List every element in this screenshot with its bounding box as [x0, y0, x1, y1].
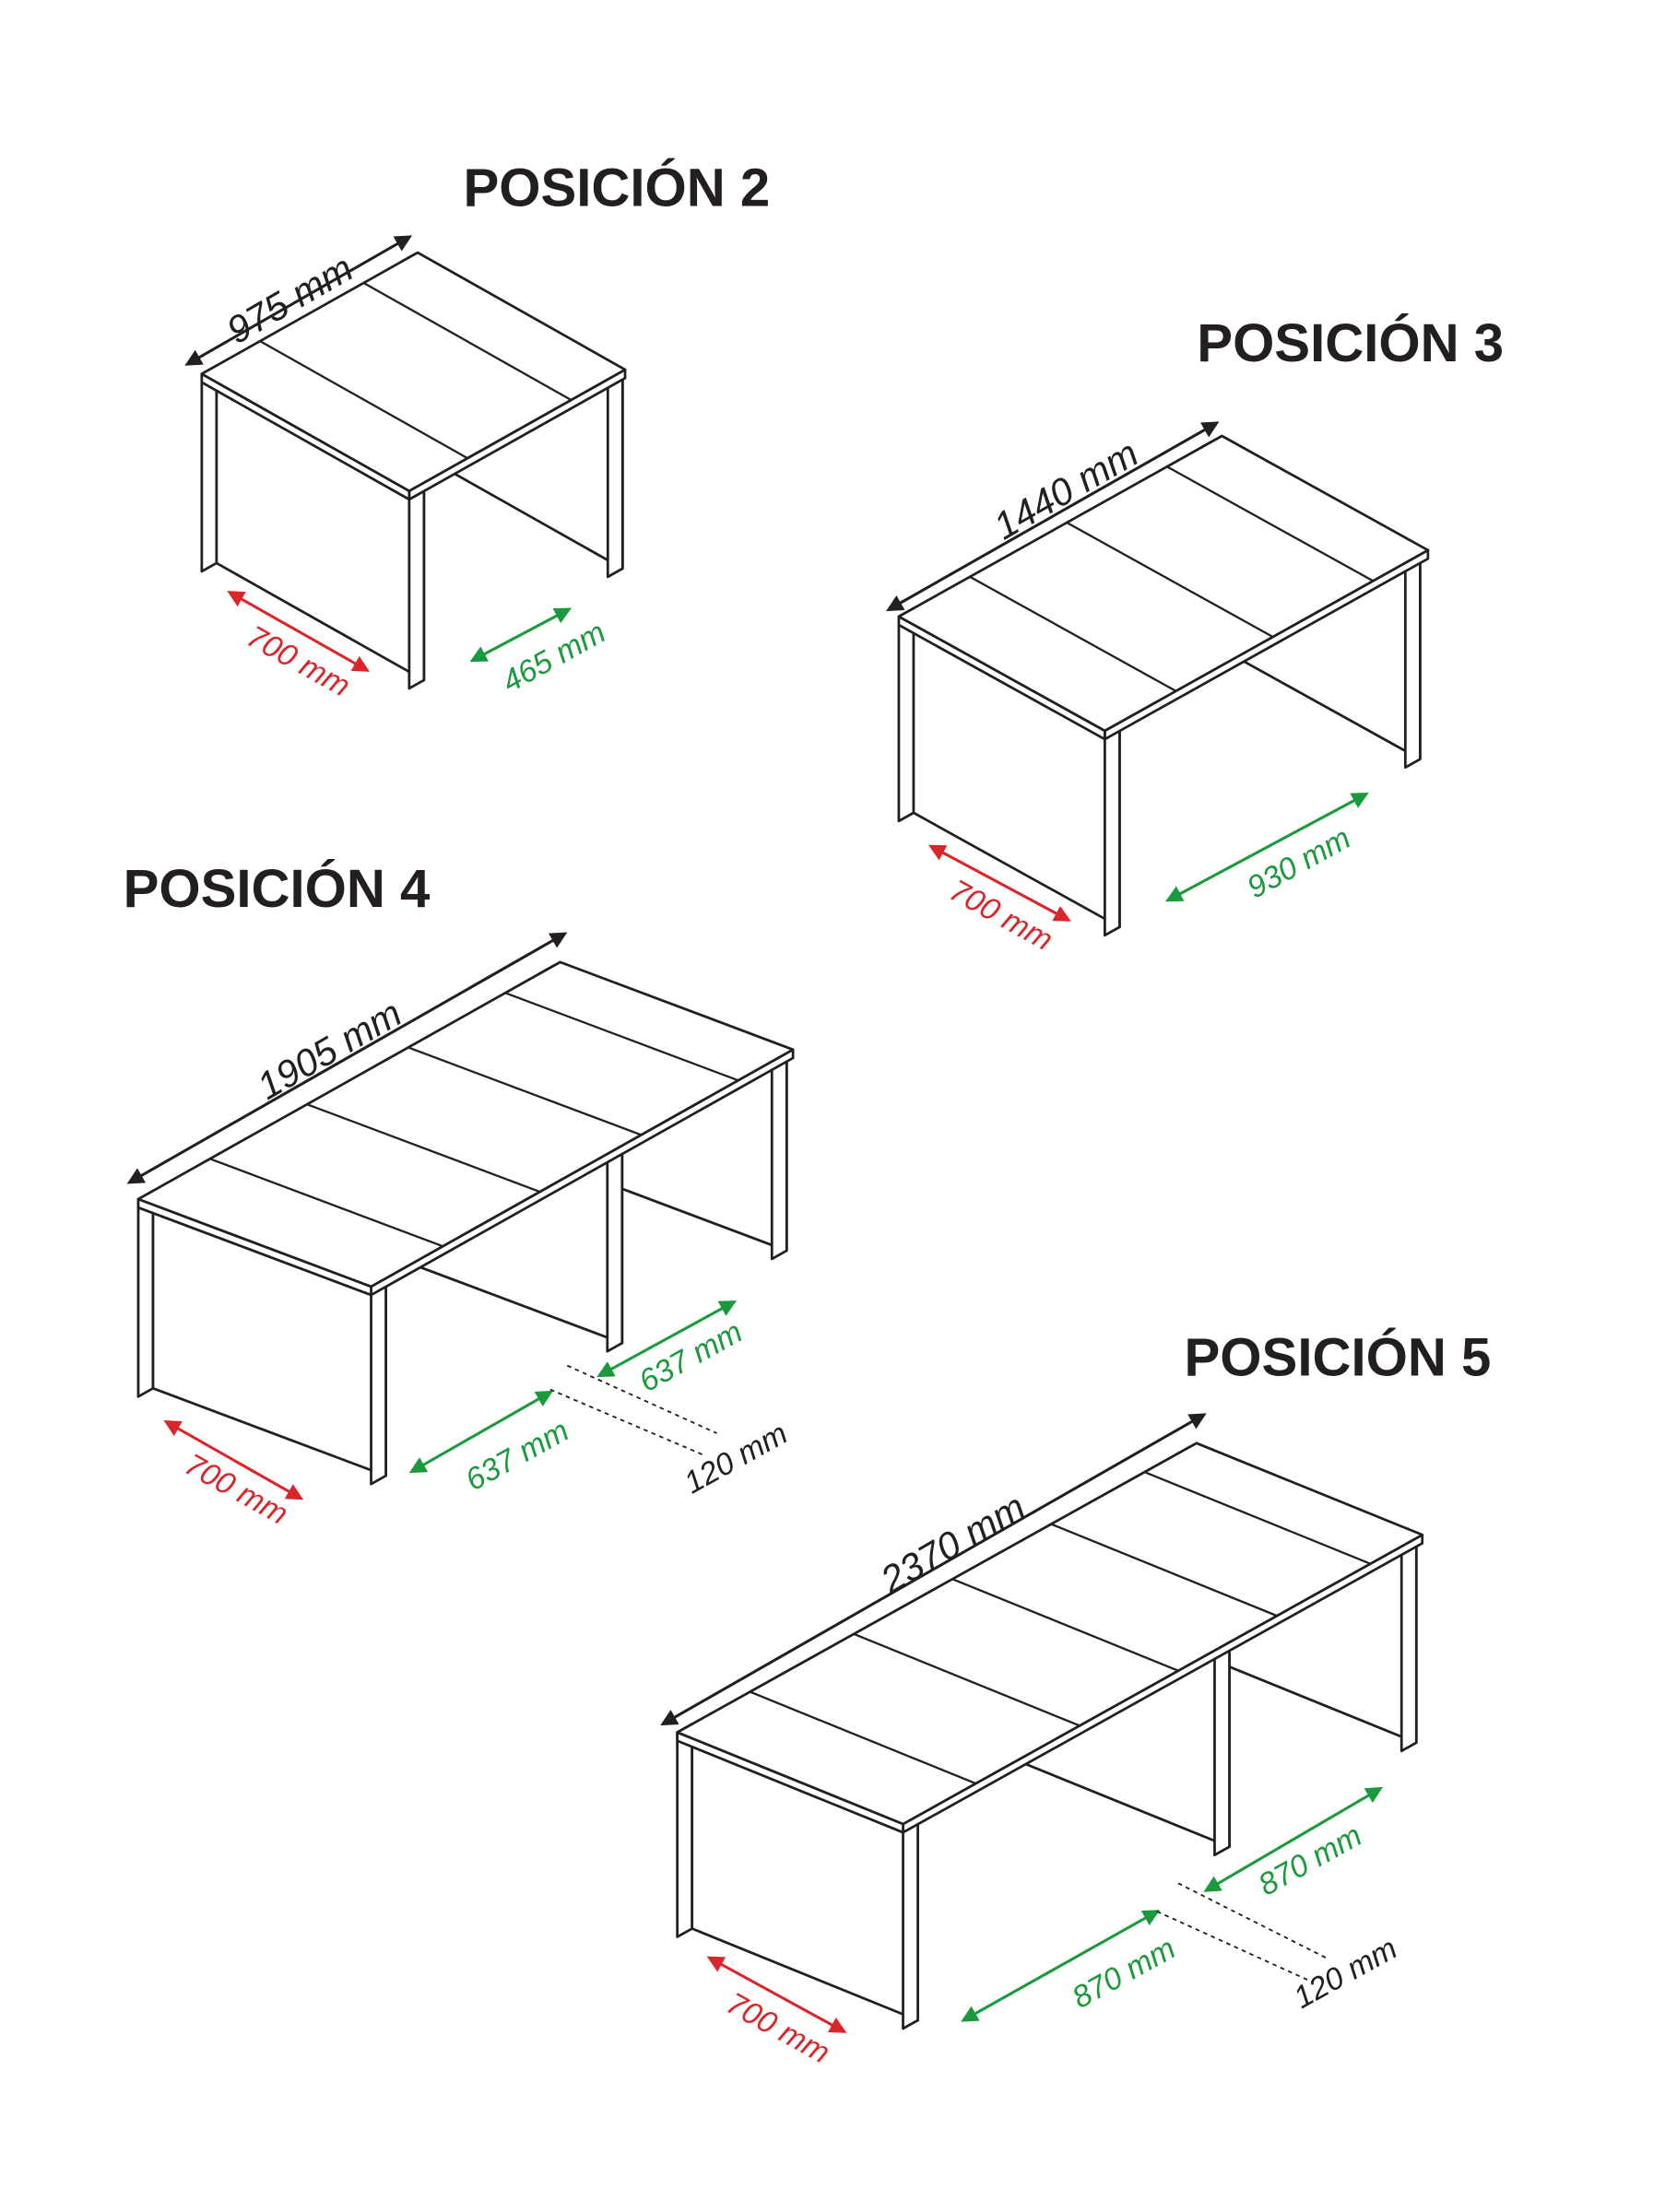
extension-label-1: 870 mm: [1067, 1932, 1181, 2016]
extension-arrow-2: [1203, 1786, 1384, 1892]
leg-front: [770, 1052, 788, 1261]
gap-guide: [549, 1388, 706, 1457]
extension-label: 930 mm: [1242, 821, 1356, 905]
leg-front: [1399, 1536, 1418, 1753]
gap-guide: [1177, 1882, 1328, 1959]
extension-arrow-1: [961, 1910, 1161, 2022]
extension-label-2: 870 mm: [1253, 1818, 1367, 1902]
leg-side: [200, 364, 218, 573]
gap-guide: [1156, 1911, 1313, 1983]
length-arrow: [660, 1413, 1207, 1726]
gap-label: 120 mm: [679, 1417, 793, 1500]
leg-front: [606, 1144, 624, 1353]
position-2-title: POSICIÓN 2: [463, 159, 770, 218]
leg-front: [1213, 1641, 1231, 1857]
position-3-title: POSICIÓN 3: [1197, 313, 1504, 373]
length-arrow: [184, 235, 413, 366]
extension-arrow-1: [408, 1390, 554, 1474]
extension-arrow: [1165, 793, 1369, 902]
gap-label: 120 mm: [1288, 1932, 1402, 2016]
depth-arrow: [163, 1420, 304, 1500]
leg-front: [902, 1814, 919, 2030]
leg-side: [897, 606, 915, 823]
length-arrow: [886, 421, 1220, 612]
leg-front: [370, 1277, 387, 1486]
leg-front: [606, 370, 624, 579]
depth-label: 700 mm: [943, 874, 1057, 958]
length-arrow: [126, 932, 568, 1184]
table-position-2: [200, 251, 627, 690]
leg-front: [1403, 553, 1422, 769]
depth-arrow: [706, 1956, 847, 2033]
table-position-3: [897, 434, 1430, 937]
depth-arrow: [927, 844, 1071, 922]
depth-label: 700 mm: [721, 1986, 835, 2070]
position-5-title: POSICIÓN 5: [1185, 1327, 1492, 1387]
leg-front: [407, 481, 426, 690]
leg-front: [1104, 721, 1121, 937]
leg-side: [676, 1723, 694, 1938]
extension-label-1: 637 mm: [460, 1414, 574, 1498]
table-position-4: [136, 960, 795, 1486]
table-drawings: [136, 251, 1430, 2030]
extension-arrow: [469, 607, 573, 663]
position-4-title: POSICIÓN 4: [124, 859, 431, 919]
leg-side: [136, 1189, 155, 1398]
table-position-5: [676, 1441, 1424, 2030]
extension-arrow-2: [596, 1300, 738, 1378]
extension-label-2: 637 mm: [633, 1315, 748, 1399]
depth-arrow: [227, 591, 371, 672]
extension-label: 465 mm: [497, 616, 611, 700]
